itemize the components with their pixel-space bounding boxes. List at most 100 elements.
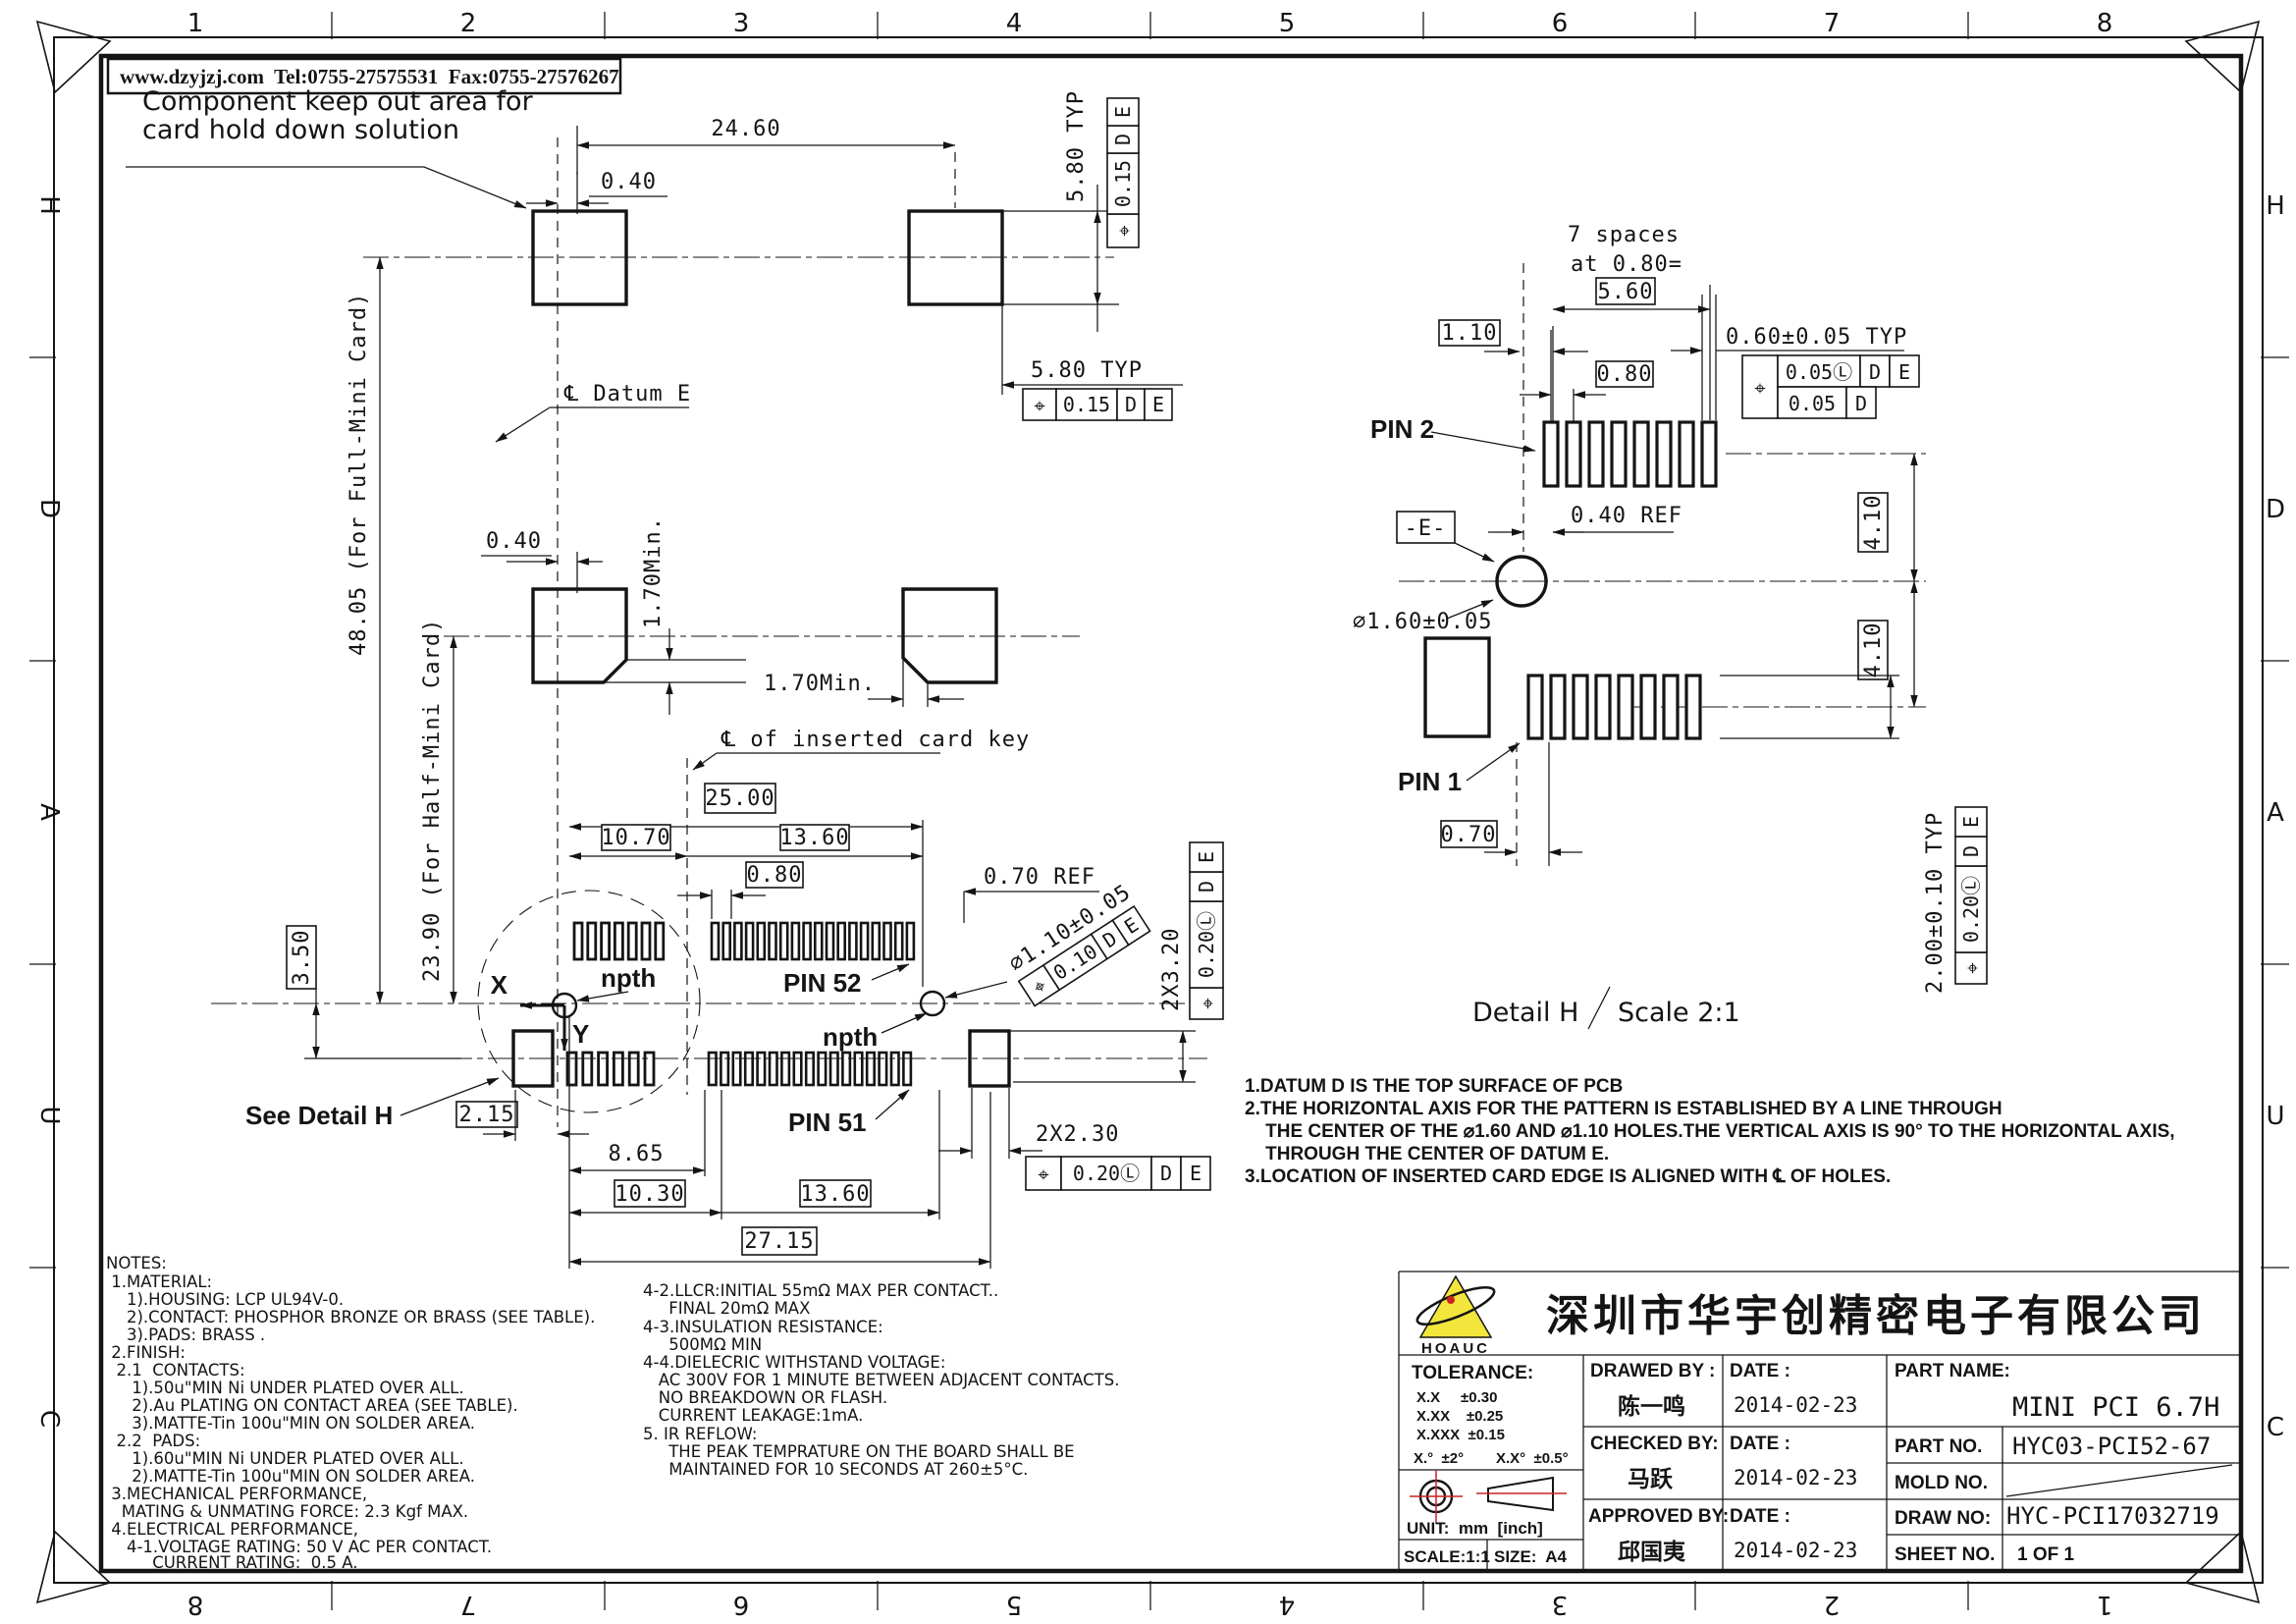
pad (889, 1051, 900, 1087)
pad (817, 1051, 828, 1087)
pad-row-top-left (572, 921, 666, 961)
date-label: DATE : (1730, 1506, 1790, 1527)
fcf-tolerance: 0.05Ⓛ (1786, 360, 1852, 384)
corner-mark-bl (35, 1530, 112, 1604)
zone-right: U (2266, 1102, 2284, 1131)
pad (836, 921, 847, 961)
approved-by-name: 邱国夷 (1618, 1540, 1685, 1565)
detail-dim-1-10: 1.10 (1442, 321, 1498, 346)
pad (733, 921, 743, 961)
notes-line: 3.MECHANICAL PERFORMANCE, (106, 1485, 367, 1503)
dim-5-80-vertical: 5.80 TYP (1064, 90, 1089, 202)
keepout-note-line2: card hold down solution (142, 115, 459, 145)
dia-1-60-label: ⌀1.60±0.05 (1353, 610, 1492, 634)
datum-e-note: ℄ Datum E (563, 382, 691, 406)
pad (780, 1051, 791, 1087)
zone-left: H (34, 195, 64, 215)
pad (804, 1051, 816, 1087)
pad (626, 921, 638, 961)
tolerance-angle: X.° ±2° (1414, 1450, 1464, 1467)
npth-hole-right (919, 990, 946, 1017)
pad (710, 921, 721, 961)
pad (792, 1051, 803, 1087)
pad (768, 921, 777, 961)
drawed-by-label: DRAWED BY : (1590, 1361, 1715, 1381)
pad (731, 1051, 742, 1087)
pad (841, 1051, 852, 1087)
pad (720, 1051, 730, 1087)
pad-row-detail-pin1 (1526, 674, 1702, 740)
fcf-tolerance: 0.05 (1789, 392, 1836, 415)
fcf-tolerance: 0.15 (1063, 393, 1110, 416)
fcf-datum: D (1195, 881, 1218, 893)
pad (1617, 674, 1634, 740)
pad (597, 1051, 609, 1087)
detail-spaces-line1: 7 spaces (1568, 223, 1680, 247)
pad (853, 1051, 864, 1087)
notes-line: 500MΩ MIN (643, 1335, 762, 1354)
zone-top: 8 (2097, 9, 2113, 38)
zone-top: 4 (1006, 9, 1023, 38)
dim-0-80: 0.80 (747, 863, 803, 888)
pad (1700, 420, 1718, 488)
dim-13-60-bot: 13.60 (800, 1182, 870, 1207)
npth-label-right: npth (823, 1022, 878, 1052)
dia-1-10-callout: ⌀1.10±0.05 ⌖ 0.10 D E (1005, 880, 1151, 1007)
notes-line: 4-3.INSULATION RESISTANCE: (643, 1318, 883, 1336)
detail-spaces-line2: at 0.80= (1571, 252, 1682, 277)
dim-1-70-vertical: 1.70Min. (641, 516, 666, 628)
pad-row-pin52 (710, 921, 916, 961)
notes-line: 4-4.DIELECRIC WITHSTAND VOLTAGE: (643, 1353, 945, 1372)
notes-line: CURRENT LEAKAGE:1mA. (643, 1406, 863, 1425)
zone-top: 5 (1279, 9, 1296, 38)
fcf-datum: E (1898, 360, 1910, 384)
fcf-datum: D (1111, 134, 1135, 145)
dim-3-50: 3.50 (290, 930, 314, 986)
zone-bottom: 1 (2097, 1590, 2113, 1619)
approved-date: 2014-02-23 (1734, 1539, 1857, 1562)
zone-right: H (2266, 191, 2285, 221)
pin51-label: PIN 51 (788, 1108, 867, 1137)
pad (778, 921, 789, 961)
zone-bottom: 6 (733, 1590, 750, 1619)
corner-mark-tl (35, 20, 112, 94)
zone-bottom: 5 (1006, 1590, 1023, 1619)
pad (614, 921, 624, 961)
pin2-label: PIN 2 (1370, 414, 1434, 444)
tolerance-row: X.XXX ±0.15 (1416, 1427, 1505, 1443)
pad (581, 1051, 594, 1087)
pad (1632, 420, 1650, 488)
pad (1678, 420, 1695, 488)
mold-no-blank-slash (2005, 1464, 2233, 1497)
dim-0-40-mid: 0.40 (486, 529, 542, 554)
notes-line: MATING & UNMATING FORCE: 2.3 Kgf MAX. (106, 1502, 468, 1521)
pad (1655, 420, 1673, 488)
pad (1684, 674, 1702, 740)
draw-no-label: DRAW NO: (1895, 1508, 1991, 1529)
fcf-tolerance: 0.20Ⓛ (1959, 876, 1983, 943)
zone-bottom: 2 (1824, 1590, 1841, 1619)
approved-by-label: APPROVED BY: (1588, 1506, 1729, 1527)
zone-left: A (34, 803, 64, 821)
dim-10-30: 10.30 (614, 1182, 684, 1207)
unit-label: UNIT: mm [inch] (1407, 1519, 1543, 1538)
contact-info: www.dzyjzj.com Tel:0755-27575531 Fax:075… (120, 65, 619, 88)
zone-top: 6 (1552, 9, 1569, 38)
dim-10-70: 10.70 (601, 826, 670, 850)
notes-line: 2).Au PLATING ON CONTACT AREA (SEE TABLE… (106, 1396, 518, 1415)
fcf-position-0.20L-horizontal: ⌖ 0.20Ⓛ D E (1025, 1156, 1211, 1191)
zone-top: 1 (187, 9, 204, 38)
pad (743, 1051, 755, 1087)
pad (813, 921, 824, 961)
part-name-value: MINI PCI 6.7H (2012, 1392, 2219, 1423)
notes-line: 1).50u"MIN Ni UNDER PLATED OVER ALL. (106, 1379, 464, 1397)
datum-e-flag: -E- (1405, 516, 1447, 541)
checked-by-label: CHECKED BY: (1590, 1434, 1719, 1454)
notes-line: FINAL 20mΩ MAX (643, 1299, 810, 1318)
detail-h-boundary (477, 890, 701, 1113)
pad (802, 921, 812, 961)
zone-right: C (2267, 1413, 2284, 1442)
main-view: Component keep out area for card hold do… (126, 86, 1224, 1269)
pad (1662, 674, 1680, 740)
